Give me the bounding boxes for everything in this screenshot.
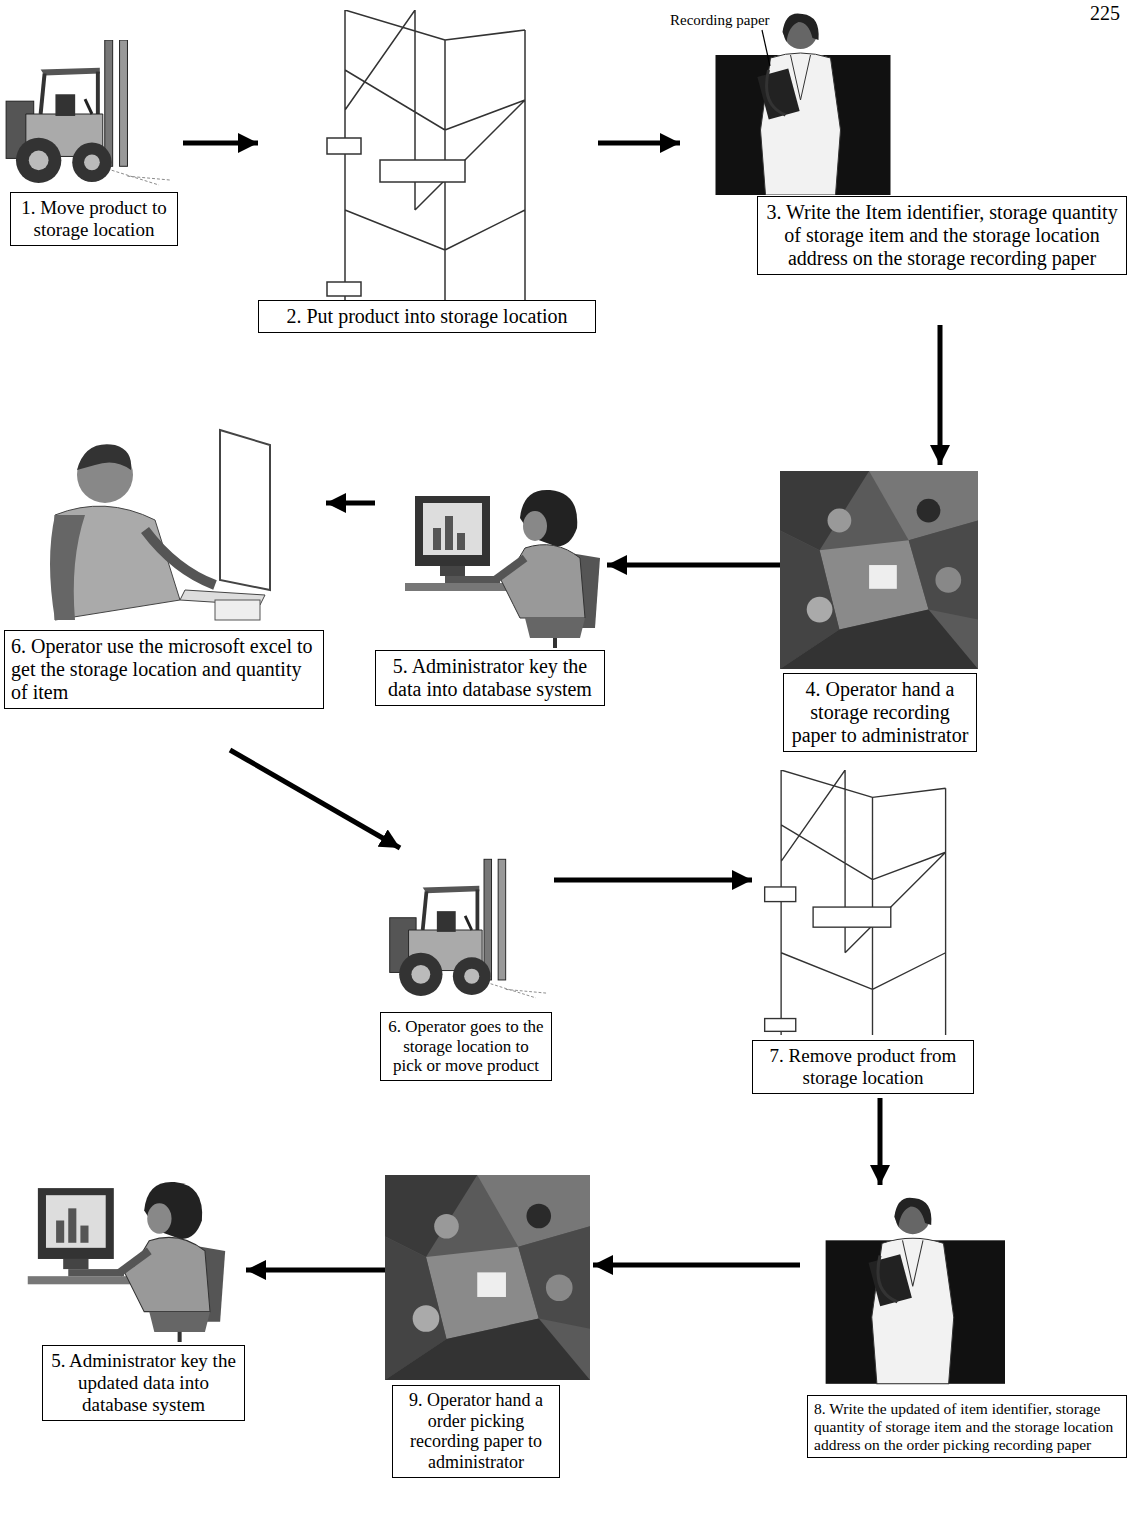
process-step: 6. Operator goes to the storage location… — [378, 848, 554, 1083]
flow-arrow — [593, 1263, 800, 1268]
forklift-picture — [390, 859, 547, 998]
process-step: 5. Administrator key the updated data in… — [14, 1178, 246, 1430]
flow-arrow — [878, 1098, 883, 1185]
caption-text: 5. Administrator key the data into datab… — [382, 655, 598, 701]
process-step: 9. Operator hand a order picking recordi… — [385, 1172, 593, 1480]
caption-box: 3. Write the Item identifier, storage qu… — [757, 196, 1127, 275]
caption-box: 6. Operator goes to the storage location… — [380, 1012, 552, 1081]
process-step: 6. Operator use the microsoft excel to g… — [4, 420, 326, 750]
caption-box: 4. Operator hand a storage recording pap… — [783, 673, 977, 752]
administrator-picture — [28, 1182, 225, 1342]
handover-picture — [780, 471, 978, 669]
flow-arrow — [230, 750, 400, 848]
operator-picture — [826, 1198, 1005, 1384]
caption-text: 3. Write the Item identifier, storage qu… — [764, 201, 1120, 270]
caption-text: 8. Write the updated of item identifier,… — [814, 1400, 1120, 1453]
caption-box: 5. Administrator key the updated data in… — [42, 1345, 245, 1421]
caption-text: 6. Operator goes to the storage location… — [387, 1017, 545, 1076]
flow-arrow — [326, 501, 375, 506]
caption-text: 2. Put product into storage location — [265, 305, 589, 328]
process-step: 7. Remove product from storage location — [752, 770, 985, 1098]
page-number: 225 — [1088, 2, 1122, 25]
flow-arrow — [598, 141, 680, 146]
rack-picture — [327, 10, 525, 300]
administrator-picture — [405, 490, 600, 648]
forklift-picture — [6, 40, 171, 185]
caption-box: 9. Operator hand a order picking recordi… — [392, 1385, 560, 1478]
caption-text: 6. Operator use the microsoft excel to g… — [11, 635, 317, 704]
caption-box: 2. Put product into storage location — [258, 300, 596, 333]
caption-box: 8. Write the updated of item identifier,… — [807, 1395, 1127, 1458]
caption-box: 1. Move product to storage location — [10, 192, 178, 246]
caption-text: 9. Operator hand a order picking recordi… — [399, 1390, 553, 1473]
process-step: 8. Write the updated of item identifier,… — [800, 1185, 1128, 1461]
caption-text: 1. Move product to storage location — [17, 197, 171, 241]
process-step: 3. Write the Item identifier, storage qu… — [680, 5, 1130, 325]
process-step: 5. Administrator key the data into datab… — [375, 485, 607, 740]
flow-arrow — [246, 1268, 385, 1273]
process-step: 1. Move product to storage location — [5, 40, 183, 248]
caption-text: 7. Remove product from storage location — [759, 1045, 967, 1089]
flow-arrow — [554, 878, 752, 883]
flow-arrow — [938, 325, 943, 465]
caption-text: 4. Operator hand a storage recording pap… — [790, 678, 970, 747]
callout-label: Recording paper — [668, 12, 772, 29]
rack-picture — [765, 770, 946, 1035]
excel-user-picture — [50, 430, 270, 620]
flow-arrow — [607, 563, 780, 568]
operator-picture — [716, 13, 891, 195]
flow-arrow — [183, 141, 258, 146]
process-step: 2. Put product into storage location — [258, 10, 598, 355]
caption-box: 6. Operator use the microsoft excel to g… — [4, 630, 324, 709]
caption-text: 5. Administrator key the updated data in… — [49, 1350, 238, 1416]
handover-picture — [385, 1175, 590, 1380]
caption-box: 7. Remove product from storage location — [752, 1040, 974, 1094]
leader-line — [762, 30, 770, 66]
caption-box: 5. Administrator key the data into datab… — [375, 650, 605, 706]
process-step: 4. Operator hand a storage recording pap… — [780, 465, 980, 755]
